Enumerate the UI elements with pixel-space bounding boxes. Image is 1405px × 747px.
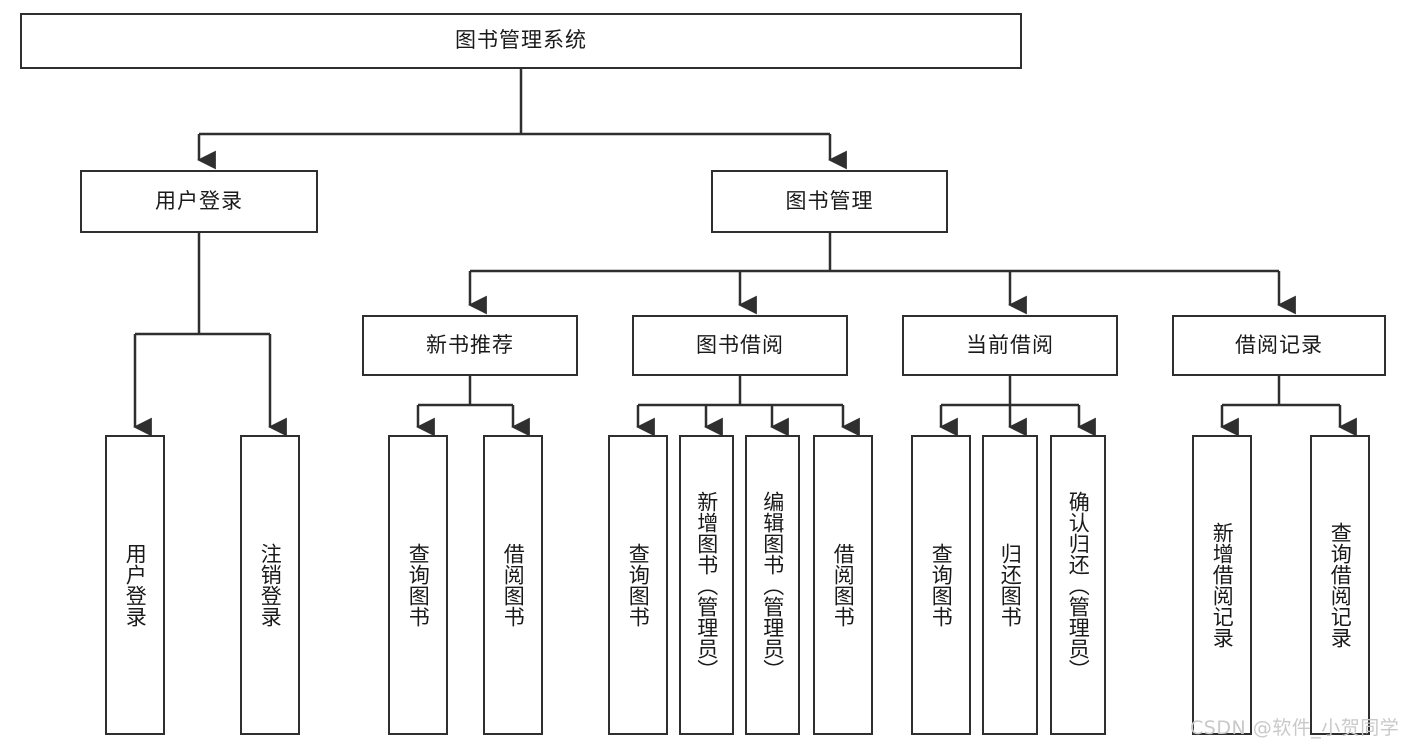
node-book-borrow[interactable]: 图书借阅 [632, 315, 848, 376]
node-label: 查询图书 [929, 543, 954, 627]
leaf-user-logout[interactable]: 注销登录 [240, 435, 300, 735]
leaf-borrow-borrow-book[interactable]: 借阅图书 [813, 435, 873, 735]
node-label: 借阅图书 [501, 543, 526, 627]
leaf-recommend-borrow-book[interactable]: 借阅图书 [483, 435, 543, 735]
node-label: 图书管理系统 [455, 28, 587, 53]
node-label: 图书借阅 [696, 332, 784, 357]
leaf-borrow-add-book-admin[interactable]: 新增图书（管理员） [679, 435, 734, 735]
node-root-library-system[interactable]: 图书管理系统 [20, 13, 1022, 69]
leaf-recommend-query-book[interactable]: 查询图书 [388, 435, 448, 735]
leaf-user-login[interactable]: 用户登录 [105, 435, 165, 735]
leaf-record-query-borrow-record[interactable]: 查询借阅记录 [1310, 435, 1370, 735]
node-label: 当前借阅 [966, 332, 1054, 357]
node-label: 确认归还（管理员） [1066, 490, 1091, 680]
node-book-management[interactable]: 图书管理 [711, 170, 948, 233]
leaf-borrow-edit-book-admin[interactable]: 编辑图书（管理员） [745, 435, 800, 735]
node-borrow-record[interactable]: 借阅记录 [1172, 315, 1386, 376]
csdn-watermark: CSDN @软件_小贺同学 [1190, 717, 1400, 739]
node-label: 借阅图书 [831, 543, 856, 627]
leaf-current-confirm-return-admin[interactable]: 确认归还（管理员） [1050, 435, 1106, 735]
node-label: 借阅记录 [1235, 332, 1323, 357]
node-label: 查询借阅记录 [1328, 522, 1353, 648]
node-label: 归还图书 [998, 543, 1023, 627]
node-label: 编辑图书（管理员） [760, 490, 785, 680]
node-label: 用户登录 [155, 188, 243, 213]
leaf-borrow-query-book[interactable]: 查询图书 [608, 435, 668, 735]
node-label: 用户登录 [123, 543, 148, 627]
node-label: 查询图书 [406, 543, 431, 627]
leaf-current-return-book[interactable]: 归还图书 [982, 435, 1038, 735]
leaf-current-query-book[interactable]: 查询图书 [911, 435, 971, 735]
node-label: 查询图书 [626, 543, 651, 627]
leaf-record-add-borrow-record[interactable]: 新增借阅记录 [1192, 435, 1252, 735]
node-user-login[interactable]: 用户登录 [80, 170, 318, 233]
node-current-borrow[interactable]: 当前借阅 [902, 315, 1118, 376]
node-label: 新书推荐 [426, 332, 514, 357]
node-label: 图书管理 [785, 188, 874, 213]
node-label: 新增图书（管理员） [694, 490, 719, 680]
node-label: 新增借阅记录 [1210, 522, 1235, 648]
node-new-book-recommend[interactable]: 新书推荐 [362, 315, 578, 376]
node-label: 注销登录 [258, 543, 283, 627]
